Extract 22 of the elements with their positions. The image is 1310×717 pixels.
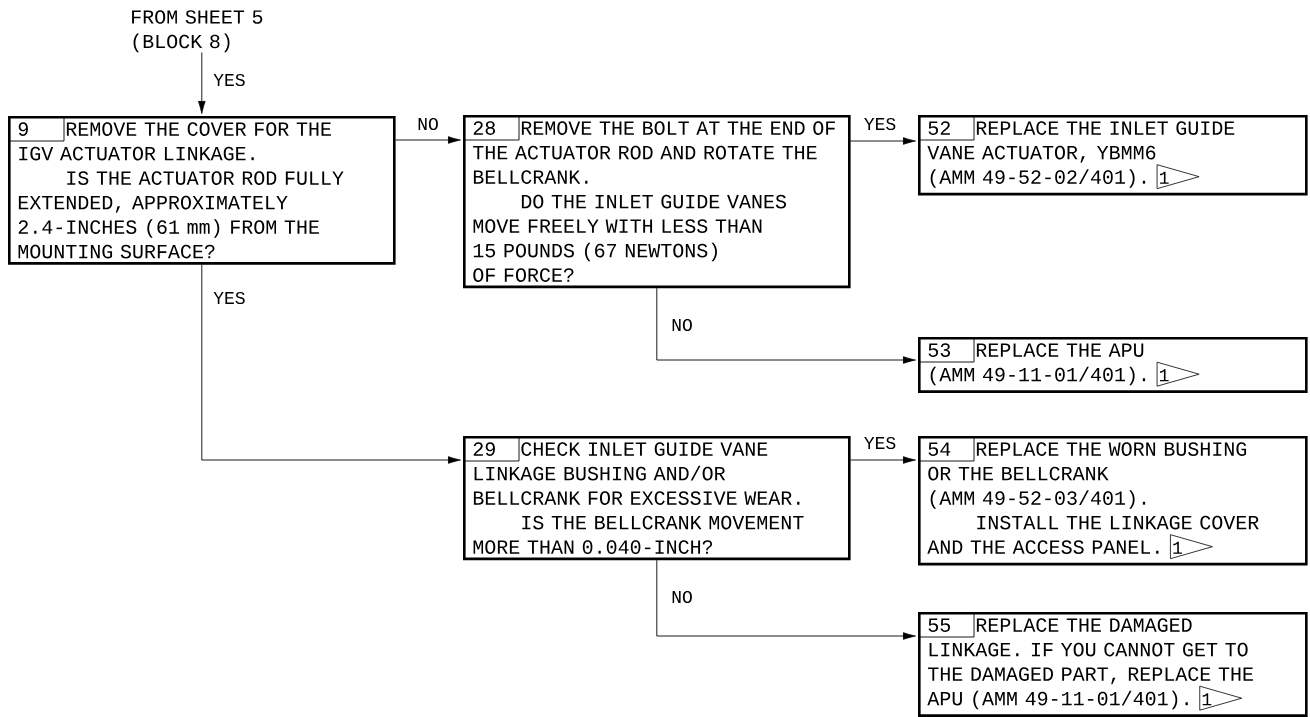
arrow	[850, 137, 916, 145]
edge-label: NO	[672, 318, 692, 332]
arrow	[395, 136, 461, 144]
edge-label: YES	[213, 291, 245, 305]
reference-text: FROM SHEET 5 (BLOCK 8)	[132, 10, 263, 53]
process-box: 54 REPLACE THE WORN BUSHING OR THE BELLCRANK (AMM 49-52-03/401). INSTALL THE LINKAGE COVER AND THE ACCESS PANEL. 1	[917, 435, 1308, 566]
edge-label: YES	[864, 117, 896, 131]
edge-label: NO	[418, 117, 438, 131]
edge-label: YES	[864, 436, 896, 450]
process-box: 52 REPLACE THE INLET GUIDE VANE ACTUATOR, YBMM6 (AMM 49-52-02/401). 1	[917, 114, 1308, 196]
process-box: 28 REMOVE THE BOLT AT THE END OF THE ACTUATOR ROD AND ROTATE THE BELLCRANK. DO THE INLET GUIDE VANES MOVE FREELY WITH LESS THAN 15 POUNDS (67 NEWTONS) OF FORCE?	[462, 114, 851, 289]
process-box: 53 REPLACE THE APU (AMM 49-11-01/401). 1	[917, 336, 1308, 393]
arrow	[656, 559, 916, 640]
arrow	[656, 287, 916, 364]
arrow	[850, 456, 916, 464]
arrow	[201, 264, 461, 464]
edge-label: NO	[672, 590, 692, 604]
process-box: 29 CHECK INLET GUIDE VANE LINKAGE BUSHING AND/OR BELLCRANK FOR EXCESSIVE WEAR. IS THE BELLCRANK MOVEMENT MORE THAN 0.040-INCH?	[462, 435, 851, 561]
edge-label: YES	[213, 73, 245, 87]
process-box: 55 REPLACE THE DAMAGED LINKAGE. IF YOU CANNOT GET TO THE DAMAGED PART, REPLACE THE APU (AMM 49-11-01/401). 1	[917, 611, 1308, 717]
arrow	[198, 52, 206, 114]
process-box: 9 REMOVE THE COVER FOR THE IGV ACTUATOR LINKAGE. IS THE ACTUATOR ROD FULLY EXTENDED, APPROXIMATELY 2.4-INCHES (61 mm) FROM THE MOUNTING SURFACE?	[7, 115, 396, 265]
